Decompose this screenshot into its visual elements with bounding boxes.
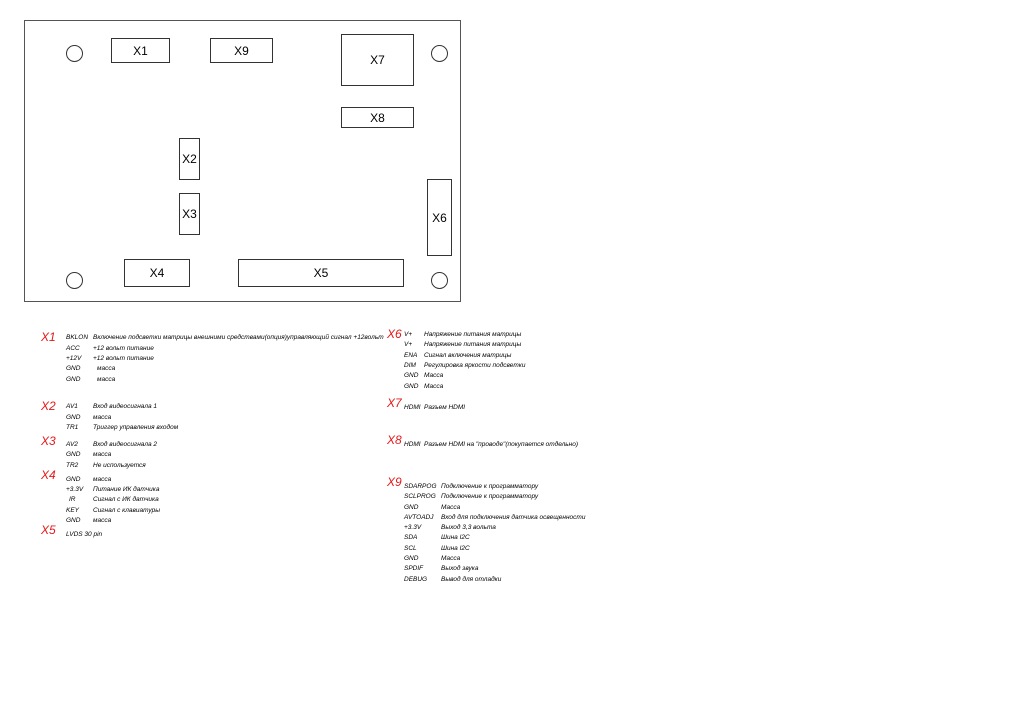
pin-name: GND xyxy=(66,476,81,483)
mounting-hole-top-right xyxy=(431,45,448,62)
legend-x5-title: X5 xyxy=(41,523,56,537)
pin-name: SPDIF xyxy=(404,565,424,572)
pin-name: SCL xyxy=(404,545,417,552)
pin-name: TR2 xyxy=(66,462,79,469)
pin-description: Сигнал включения матрицы xyxy=(424,352,512,359)
pin-name: AV2 xyxy=(66,441,78,448)
pin-name: DIM xyxy=(404,362,416,369)
pin-name: GND xyxy=(404,555,419,562)
pin-description: Подключение к программатору xyxy=(441,493,539,500)
connector-x6: X6 xyxy=(427,179,452,256)
connector-x1: X1 xyxy=(111,38,170,63)
pin-description: Сигнал с клавиатуры xyxy=(93,507,161,514)
pin-name: GND xyxy=(66,517,81,524)
pin-name: GND xyxy=(66,365,81,372)
pin-description: Выход звука xyxy=(441,565,479,572)
legend-x4-title: X4 xyxy=(41,468,56,482)
pin-name: GND xyxy=(404,383,419,390)
pin-description: масса xyxy=(93,451,112,458)
pin-description: Напряжение питания матрицы xyxy=(424,331,522,338)
board-outline: X1 X9 X7 X8 X2 X3 X6 X4 X5 xyxy=(24,20,461,302)
pin-description: Регулировка яркости подсветки xyxy=(424,362,526,369)
pin-name: +12V xyxy=(66,355,82,362)
pin-description: Вход для подключения датчика освещенност… xyxy=(441,514,586,521)
pin-name: KEY xyxy=(66,507,80,514)
legend-x2-title: X2 xyxy=(41,399,56,413)
pin-description: Масса xyxy=(441,504,461,511)
pin-description: Не используется xyxy=(93,462,146,469)
pin-name: HDMI xyxy=(404,404,421,411)
legend-x3-title: X3 xyxy=(41,434,56,448)
mounting-hole-top-left xyxy=(66,45,83,62)
pin-description: Напряжение питания матрицы xyxy=(424,341,522,348)
connector-x4: X4 xyxy=(124,259,190,287)
pin-name: SDA xyxy=(404,534,418,541)
pin-name: LVDS 30 pin xyxy=(66,531,103,538)
pin-name: +3.3V xyxy=(404,524,422,531)
mounting-hole-bottom-left xyxy=(66,272,83,289)
connector-x9: X9 xyxy=(210,38,273,63)
pin-name: ACC xyxy=(66,345,80,352)
legend-x6-title: X6 xyxy=(387,327,402,341)
connector-x3: X3 xyxy=(179,193,200,235)
pin-name: ENA xyxy=(404,352,418,359)
legend-x9-title: X9 xyxy=(387,475,402,489)
pin-name: GND xyxy=(404,372,419,379)
pin-description: Выход 3,3 вольта xyxy=(441,524,496,531)
pin-description: масса xyxy=(97,376,116,383)
pin-description: Вывод для отладки xyxy=(441,576,502,583)
pin-description: Масса xyxy=(424,383,444,390)
pin-description: +12 вольт питание xyxy=(93,355,154,362)
pin-name: AVTOADJ xyxy=(404,514,434,521)
pin-name: V+ xyxy=(404,331,413,338)
pin-description: +12 вольт питание xyxy=(93,345,154,352)
pin-description: Подключение к программатору xyxy=(441,483,539,490)
pin-name: IR xyxy=(69,496,76,503)
pin-description: Триггер управления входом xyxy=(93,424,179,431)
pin-name: GND xyxy=(66,451,81,458)
pin-name: SDARPOG xyxy=(404,483,437,490)
pin-description: Вход видеосигнала 1 xyxy=(93,403,158,410)
pin-name: AV1 xyxy=(66,403,78,410)
pin-description: Разъем HDMI xyxy=(424,404,466,411)
pin-name: HDMI xyxy=(404,441,421,448)
legend-x1-title: X1 xyxy=(41,330,56,344)
pin-description: масса xyxy=(93,414,112,421)
connector-x7: X7 xyxy=(341,34,414,86)
connector-x5: X5 xyxy=(238,259,404,287)
pin-description: масса xyxy=(97,365,116,372)
mounting-hole-bottom-right xyxy=(431,272,448,289)
pin-description: Масса xyxy=(441,555,461,562)
pin-description: Масса xyxy=(424,372,444,379)
pin-name: GND xyxy=(404,504,419,511)
pin-description: Вход видеосигнала 2 xyxy=(93,441,158,448)
pin-name: DEBUG xyxy=(404,576,428,583)
pin-description: Шина I2C xyxy=(441,534,470,541)
pin-name: V+ xyxy=(404,341,413,348)
pin-name: TR1 xyxy=(66,424,79,431)
pin-name: GND xyxy=(66,376,81,383)
connector-x2: X2 xyxy=(179,138,200,180)
pin-description: Питание ИК датчика xyxy=(93,486,160,493)
pin-name: BKLON xyxy=(66,334,89,341)
pin-name: +3.3V xyxy=(66,486,84,493)
connector-x8: X8 xyxy=(341,107,414,128)
pin-description: Включение подсветки матрицы внешними сре… xyxy=(93,334,384,341)
pin-description: Разъем HDMI на "проводе"(покупается отде… xyxy=(424,441,579,448)
pin-description: масса xyxy=(93,476,112,483)
pin-description: Сигнал с ИК датчика xyxy=(93,496,159,503)
pin-name: SCLPROG xyxy=(404,493,436,500)
pin-name: GND xyxy=(66,414,81,421)
pin-description: масса xyxy=(93,517,112,524)
legend-x8-title: X8 xyxy=(387,433,402,447)
legend-x7-title: X7 xyxy=(387,396,402,410)
pin-description: Шина I2C xyxy=(441,545,470,552)
